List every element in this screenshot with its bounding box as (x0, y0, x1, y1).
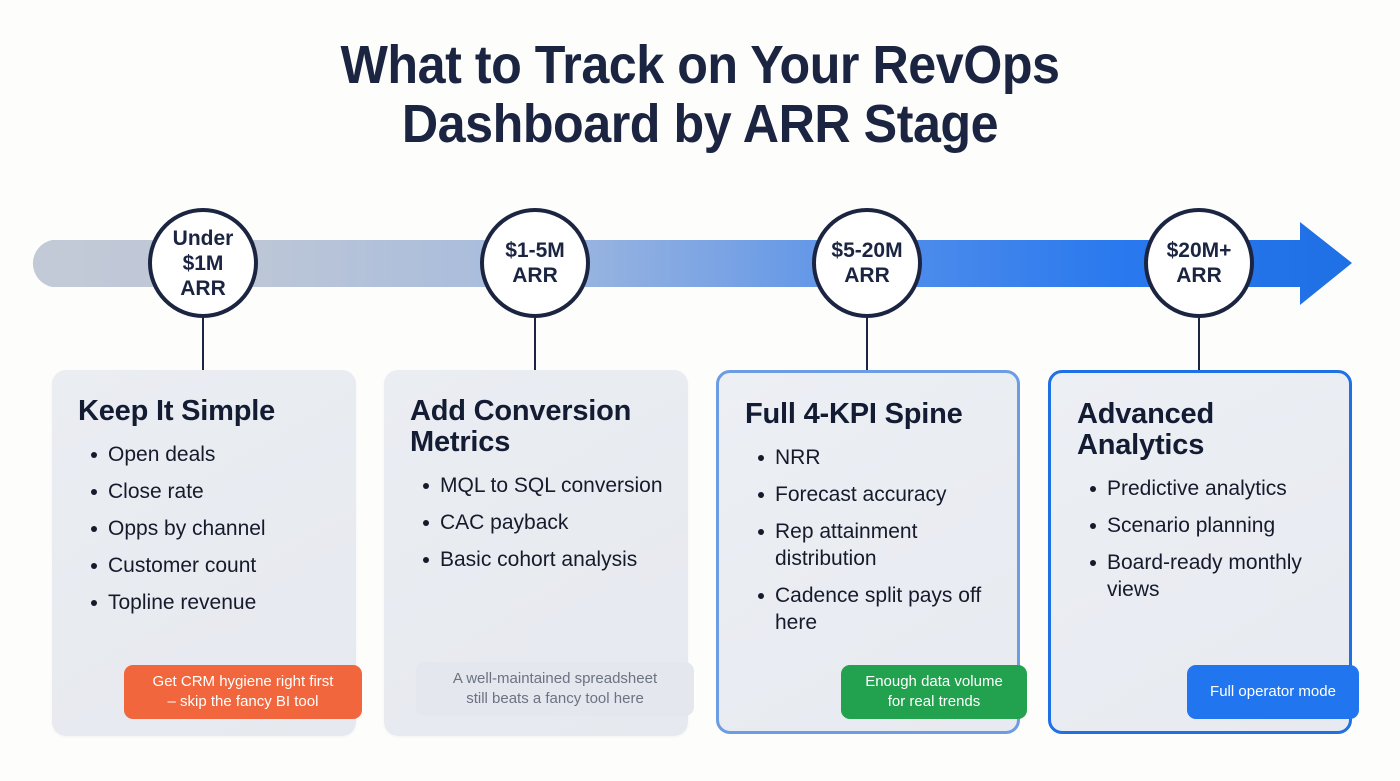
stage-label-line-1: Under (172, 226, 234, 250)
stage-circle-under-1m[interactable]: Under $1M ARR (148, 208, 258, 318)
list-item: Scenario planning (1090, 512, 1327, 539)
list-item: Cadence split pays off here (758, 582, 995, 636)
stage-circle-1-5m[interactable]: $1-5M ARR (480, 208, 590, 318)
card-badge-line-1: A well-maintained spreadsheet (452, 670, 658, 687)
stage-label-line-2: $1M (182, 251, 224, 275)
card-title: Advanced Analytics (1077, 398, 1214, 461)
list-item: Close rate (91, 478, 334, 505)
card-title: Add Conversion Metrics (410, 395, 632, 458)
connector-line-4 (1198, 318, 1201, 370)
stage-card-keep-it-simple[interactable]: Keep It Simple Open deals Close rate Opp… (52, 370, 362, 736)
page-title-line-2: Dashboard by ARR Stage (401, 94, 999, 154)
card-badge: Enough data volume for real trends (841, 665, 1027, 719)
card-badge: Full operator mode (1187, 665, 1359, 719)
card-bullet-list: MQL to SQL conversion CAC payback Basic … (410, 472, 666, 573)
list-item: MQL to SQL conversion (423, 472, 666, 499)
card-badge-line-1: Full operator mode (1210, 683, 1336, 700)
card-bullet-list: Predictive analytics Scenario planning B… (1077, 475, 1327, 603)
card-badge-line-2: for real trends (887, 693, 981, 710)
card-badge-line-1: Get CRM hygiene right first (152, 673, 334, 690)
card-title: Full 4-KPI Spine (745, 398, 963, 430)
list-item: Predictive analytics (1090, 475, 1327, 502)
card-bullet-list: Open deals Close rate Opps by channel Cu… (78, 441, 334, 616)
card-badge-line-2: – skip the fancy BI tool (167, 693, 319, 710)
list-item: Customer count (91, 552, 334, 579)
stage-label-line-2: ARR (512, 264, 558, 287)
card-badge: Get CRM hygiene right first – skip the f… (124, 665, 362, 719)
stage-label-line-1: $5-20M (831, 239, 903, 262)
stage-label-line-1: $1-5M (505, 239, 565, 262)
stage-card-advanced-analytics[interactable]: Advanced Analytics Predictive analytics … (1048, 370, 1359, 734)
list-item: Open deals (91, 441, 334, 468)
stage-card-full-4-kpi-spine[interactable]: Full 4-KPI Spine NRR Forecast accuracy R… (716, 370, 1027, 734)
list-item: CAC payback (423, 509, 666, 536)
list-item: Forecast accuracy (758, 481, 995, 508)
connector-line-1 (202, 318, 205, 370)
list-item: NRR (758, 444, 995, 471)
card-title: Keep It Simple (78, 395, 276, 427)
page-title-line-1: What to Track on Your RevOps (340, 35, 1060, 95)
page-title: What to Track on Your RevOps Dashboard b… (0, 36, 1400, 154)
stage-label-line-2: ARR (1176, 264, 1222, 287)
card-badge: A well-maintained spreadsheet still beat… (416, 662, 694, 716)
list-item: Board-ready monthly views (1090, 549, 1327, 603)
card-badge-line-1: Enough data volume (865, 673, 1003, 690)
stage-label-line-1: $20M+ (1166, 239, 1232, 262)
connector-line-3 (866, 318, 869, 370)
list-item: Basic cohort analysis (423, 546, 666, 573)
card-badge-line-2: still beats a fancy tool here (466, 690, 644, 707)
stage-circle-5-20m[interactable]: $5-20M ARR (812, 208, 922, 318)
list-item: Opps by channel (91, 515, 334, 542)
connector-line-2 (534, 318, 537, 370)
stage-label-line-2: ARR (844, 264, 890, 287)
stage-card-add-conversion-metrics[interactable]: Add Conversion Metrics MQL to SQL conver… (384, 370, 694, 736)
stage-circle-20m-plus[interactable]: $20M+ ARR (1144, 208, 1254, 318)
stage-label-line-3: ARR (180, 276, 226, 300)
card-bullet-list: NRR Forecast accuracy Rep attainment dis… (745, 444, 995, 636)
list-item: Rep attainment distribution (758, 518, 995, 572)
list-item: Topline revenue (91, 589, 334, 616)
